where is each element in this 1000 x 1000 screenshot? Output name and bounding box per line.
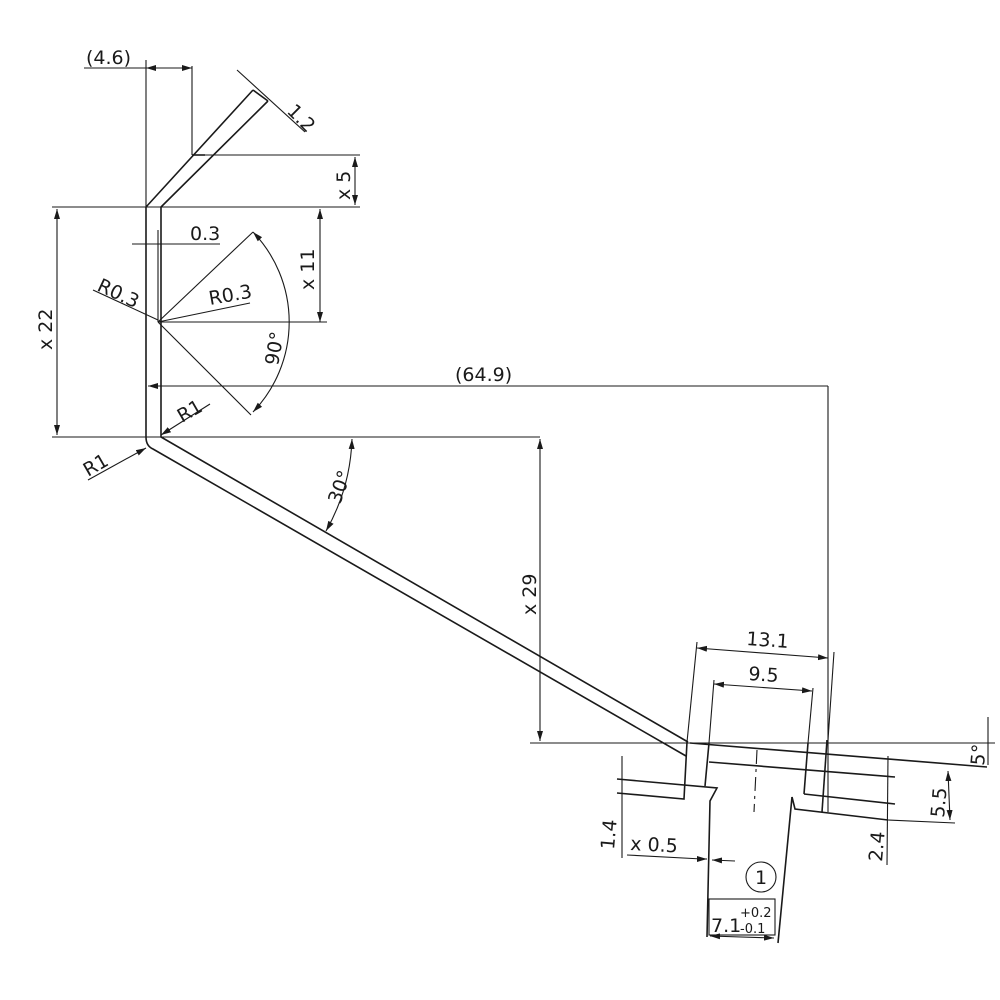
dim-x22: x 22 xyxy=(35,309,57,350)
part-outline xyxy=(145,89,988,944)
radius-0-3-left: R0.3 xyxy=(94,275,143,313)
dim-1-2: 1.2 xyxy=(282,100,319,137)
dimension-lines xyxy=(52,60,995,941)
angle-90: 90° xyxy=(261,330,289,367)
dim-2-4: 2.4 xyxy=(865,830,890,862)
angle-30: 30° xyxy=(324,468,356,507)
angle-5: 5° xyxy=(967,743,991,766)
dim-13-1: 13.1 xyxy=(746,628,790,653)
tolerance-nominal: 7.1 xyxy=(711,915,741,937)
dim-x5: x 5 xyxy=(333,171,355,200)
dim-x11: x 11 xyxy=(297,249,319,290)
dim-x0-5: x 0.5 xyxy=(630,833,679,857)
dim-64-9: (64.9) xyxy=(455,364,512,386)
dim-5-5: 5.5 xyxy=(927,786,952,818)
dim-0-3: 0.3 xyxy=(190,223,220,245)
dim-x29: x 29 xyxy=(519,574,541,615)
dim-9-5: 9.5 xyxy=(748,663,780,687)
tolerance-upper: +0.2 xyxy=(740,906,772,921)
tolerance-lower: -0.1 xyxy=(740,922,765,937)
radius-1-outer: R1 xyxy=(80,450,113,482)
radius-1-inner: R1 xyxy=(174,396,207,428)
dimension-labels: (4.6) 1.2 x 5 0.3 x 11 x 22 R0.3 R0.3 90… xyxy=(35,47,991,937)
dim-4-6: (4.6) xyxy=(86,47,131,69)
dim-1-4: 1.4 xyxy=(597,818,622,850)
radius-0-3-right: R0.3 xyxy=(207,281,254,310)
callout-number: 1 xyxy=(755,867,767,889)
